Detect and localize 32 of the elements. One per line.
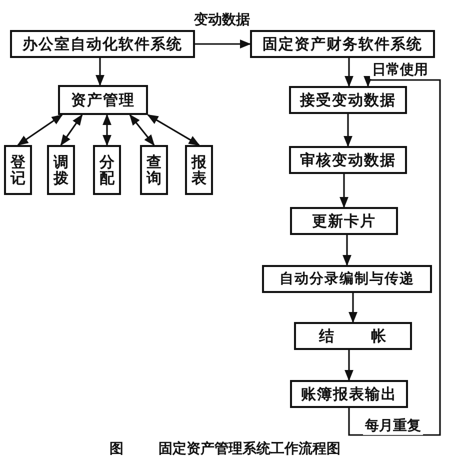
- process-box: 办公室自动化软件系统: [10, 30, 195, 58]
- process-box: 调拨: [47, 145, 75, 195]
- process-box: 审核变动数据: [289, 146, 407, 174]
- process-box: 更新卡片: [290, 207, 398, 235]
- arrow: [129, 114, 155, 146]
- process-box: 自动分录编制与传递: [262, 265, 432, 293]
- arrow: [96, 58, 104, 86]
- arrow: [340, 174, 348, 208]
- arrow: [348, 293, 358, 324]
- arrow: [195, 40, 252, 48]
- arrow: [348, 76, 441, 436]
- process-box: 接受变动数据: [289, 86, 407, 114]
- process-box: 资产管理: [58, 85, 148, 115]
- process-box: 报表: [185, 145, 213, 195]
- process-box: 固定资产财务软件系统: [250, 30, 435, 58]
- arrow: [342, 235, 352, 266]
- process-box: 查询: [140, 145, 168, 195]
- caption: 图 固定资产管理系统工作流程图: [108, 440, 342, 458]
- arrow: [147, 114, 200, 146]
- process-box: 分配: [93, 145, 121, 195]
- note-label: 日常使用: [370, 62, 430, 79]
- edge-label: 每月重复: [363, 418, 423, 435]
- arrow: [344, 114, 352, 148]
- arrow: [17, 114, 63, 146]
- arrow: [102, 114, 112, 146]
- arrow: [344, 350, 354, 382]
- arrow: [344, 58, 354, 88]
- process-box: 登记: [4, 145, 32, 195]
- process-box: 结 帐: [294, 322, 412, 350]
- process-box: 账簿报表输出: [290, 380, 408, 408]
- arrow: [60, 114, 83, 146]
- edge-label: 变动数据: [192, 12, 252, 29]
